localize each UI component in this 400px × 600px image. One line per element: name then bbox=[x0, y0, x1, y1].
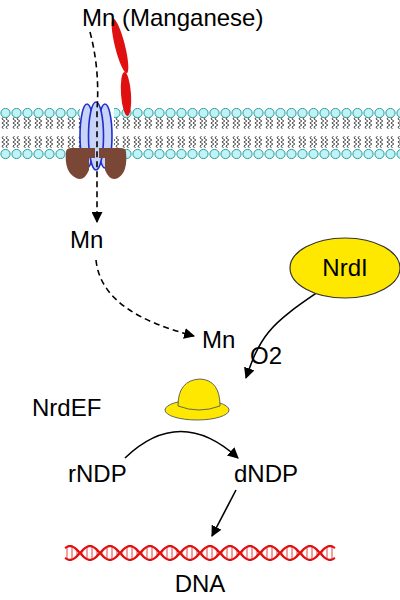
node-label: NrdEF bbox=[32, 394, 122, 422]
node-label: NrdI bbox=[289, 254, 400, 282]
atpase-subunit bbox=[66, 148, 127, 179]
protein-ellipse: NrdI bbox=[289, 237, 400, 299]
heading-label: Mn (Manganese) bbox=[82, 4, 263, 32]
mn-delivery-path bbox=[96, 260, 194, 336]
ion-label: Mn bbox=[202, 326, 235, 354]
mn-uptake-path bbox=[90, 32, 98, 222]
binding-protein bbox=[108, 18, 132, 117]
substrate-label: rNDP bbox=[68, 460, 127, 488]
product-label: dNDP bbox=[234, 460, 298, 488]
enzyme-complex: NrdEF bbox=[28, 374, 246, 422]
ion-label: Mn bbox=[70, 226, 103, 254]
reaction-arrow bbox=[246, 293, 316, 377]
incorporation-arrow bbox=[212, 490, 236, 536]
reaction-arrow bbox=[125, 432, 238, 459]
dna-helix: DNA bbox=[60, 538, 340, 600]
lipid-bilayer bbox=[114, 108, 400, 160]
node-label: DNA bbox=[60, 570, 340, 598]
cofactor-label: O2 bbox=[250, 342, 282, 370]
